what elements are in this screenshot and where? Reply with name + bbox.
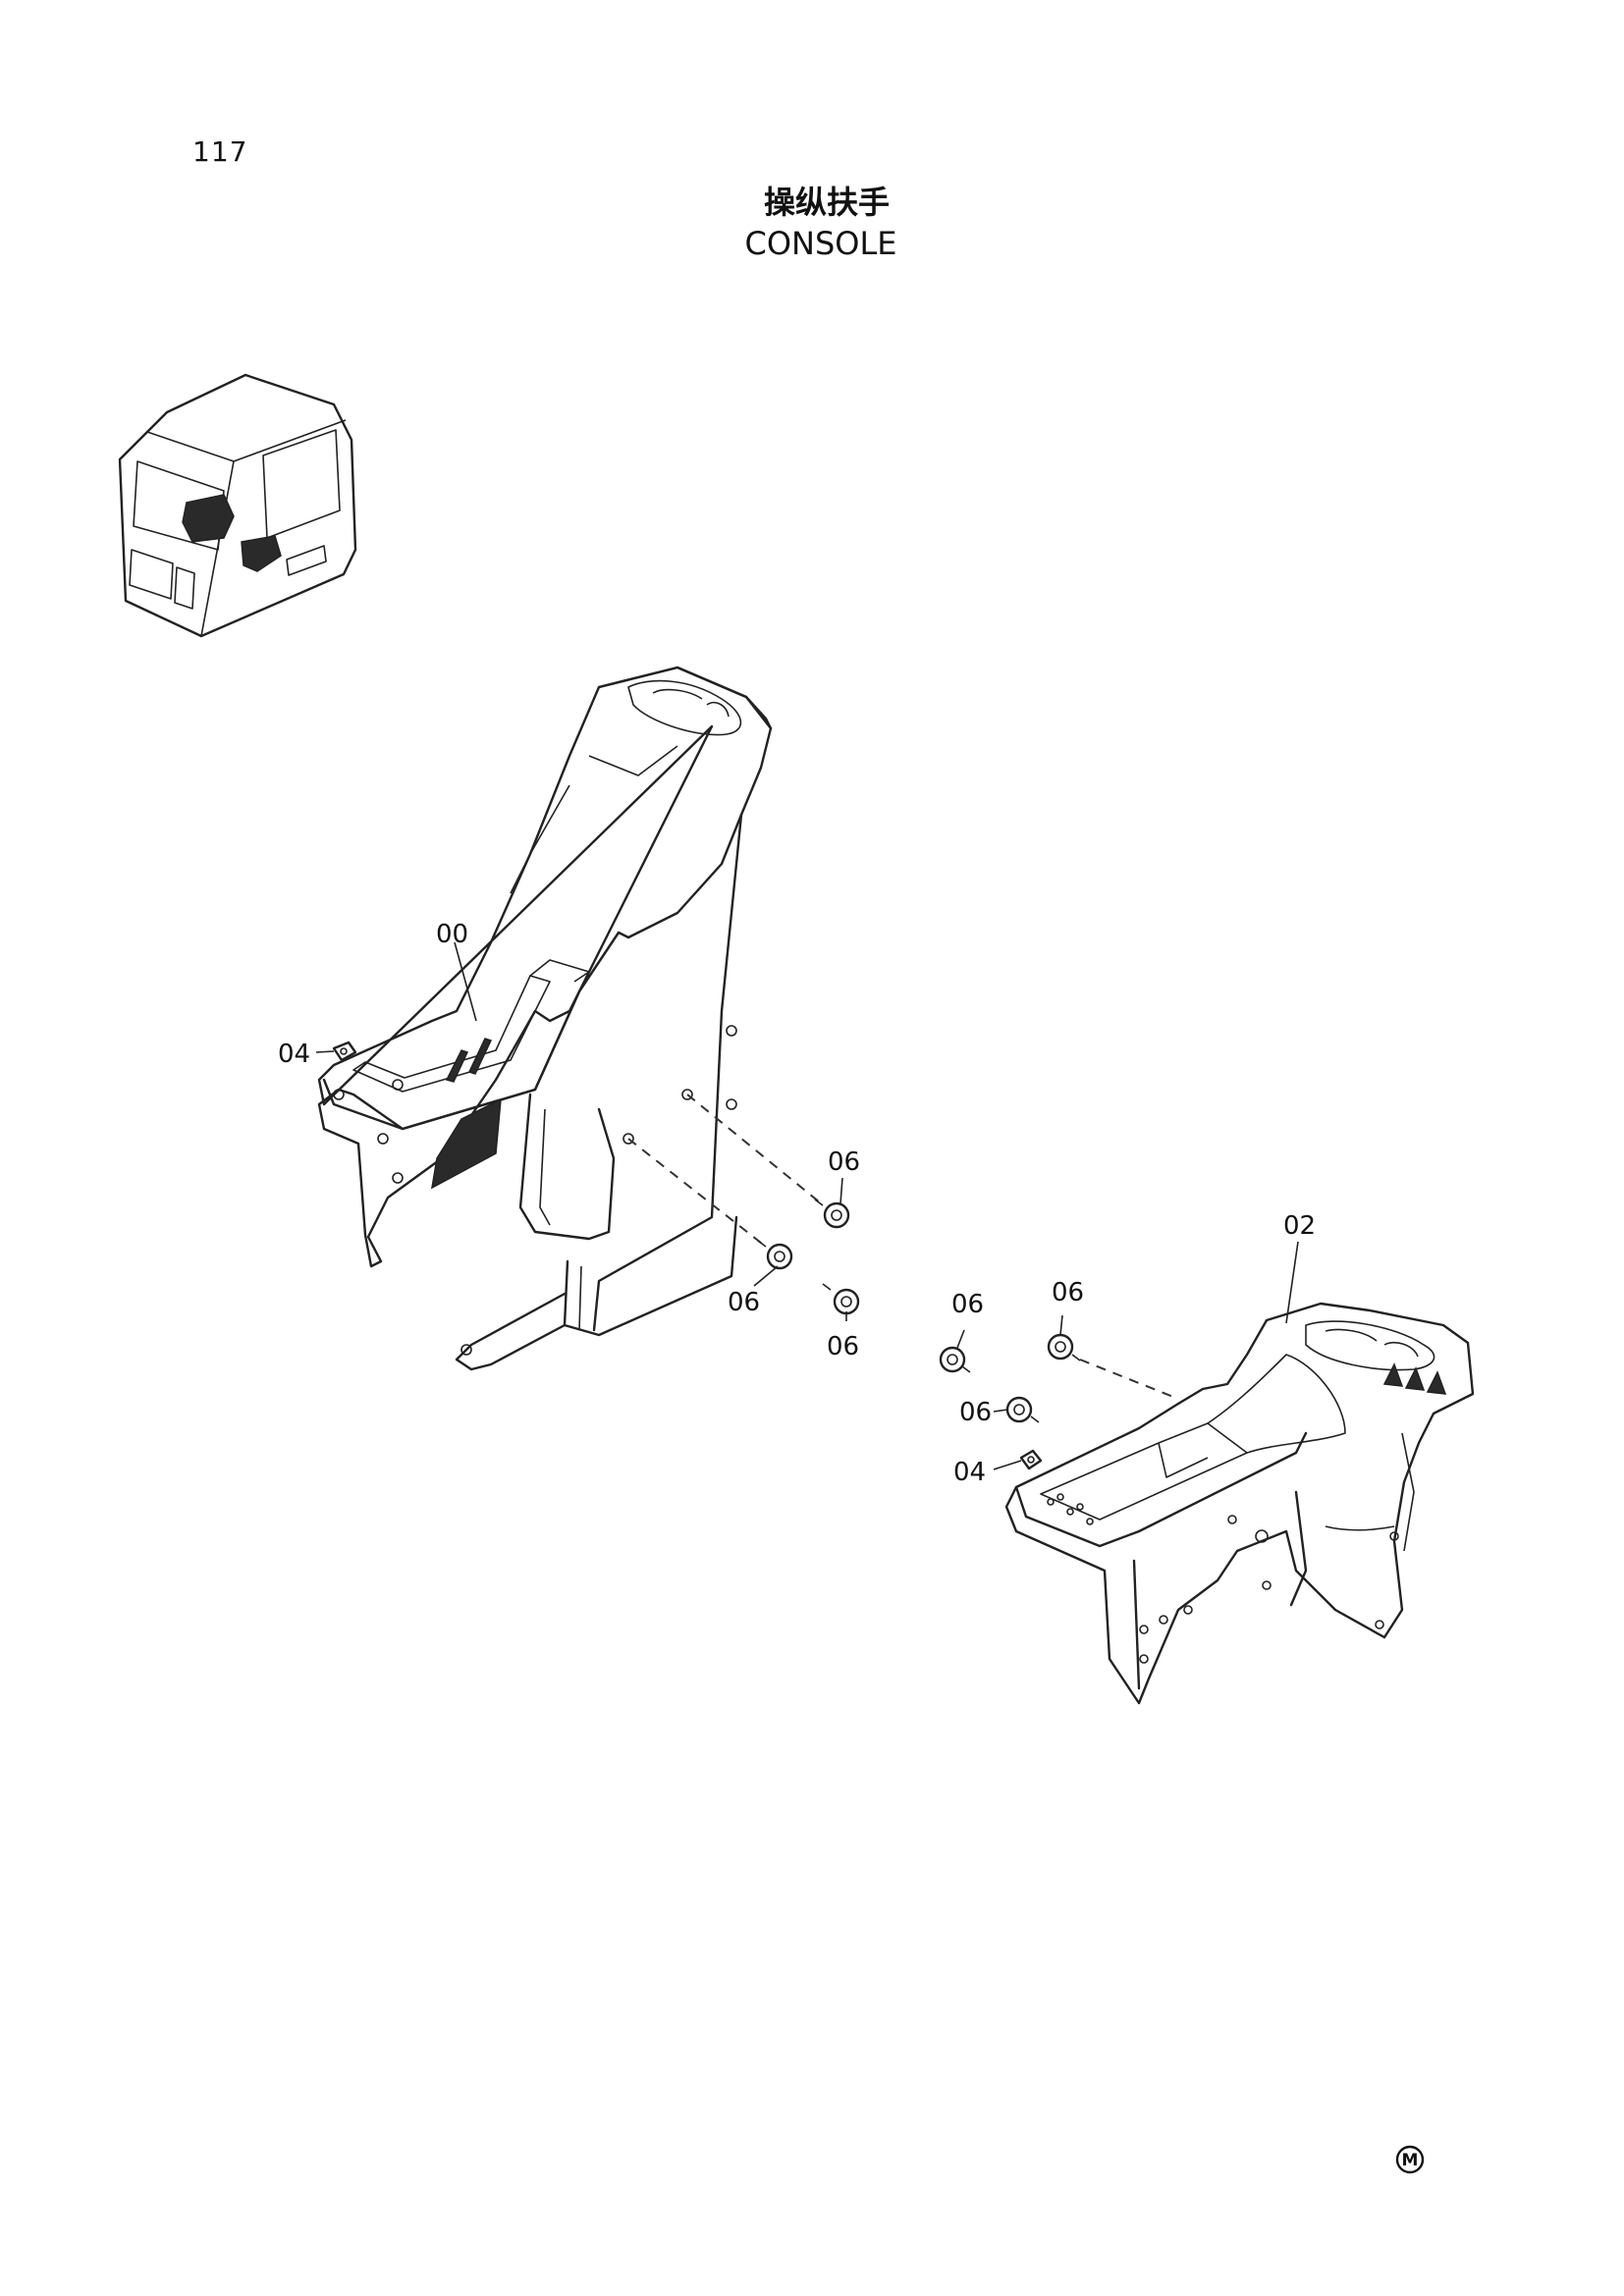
callout-06-b: 06 [728, 1288, 760, 1317]
callout-06-a: 06 [828, 1148, 860, 1177]
right-bolts [939, 1333, 1179, 1423]
bolt-icon [1047, 1333, 1081, 1362]
bolt-icon [757, 1240, 793, 1270]
callout-04-left: 04 [278, 1040, 310, 1069]
bolt-icon [939, 1346, 971, 1373]
callout-06-c: 06 [827, 1332, 859, 1362]
title-english: CONSOLE [744, 225, 897, 262]
corner-mark: M [1402, 2151, 1419, 2170]
bracket-right [1019, 1449, 1043, 1470]
callout-02: 02 [1283, 1211, 1316, 1241]
title-block: 操纵扶手 CONSOLE [0, 183, 1624, 265]
title-chinese: 操纵扶手 [763, 184, 890, 221]
right-console [1004, 1302, 1475, 1705]
callout-06-f: 06 [959, 1398, 992, 1427]
callout-04-right: 04 [953, 1458, 986, 1487]
leader-lines [315, 941, 1299, 1470]
page-number: 117 [192, 135, 248, 168]
bolt-icon [1005, 1396, 1040, 1423]
callout-00: 00 [436, 920, 468, 949]
bolt-icon [814, 1199, 850, 1229]
circled-m-icon: M [1395, 2145, 1425, 2174]
bracket-left [332, 1041, 357, 1062]
callout-labels: 00 04 06 06 06 02 06 06 06 04 [278, 920, 1316, 1487]
callout-06-d: 06 [951, 1290, 984, 1319]
left-console [317, 666, 773, 1371]
bolt-icon [822, 1283, 860, 1315]
cab-locator-icon [118, 373, 357, 638]
left-bolts [627, 1094, 860, 1315]
callout-06-e: 06 [1052, 1278, 1084, 1308]
